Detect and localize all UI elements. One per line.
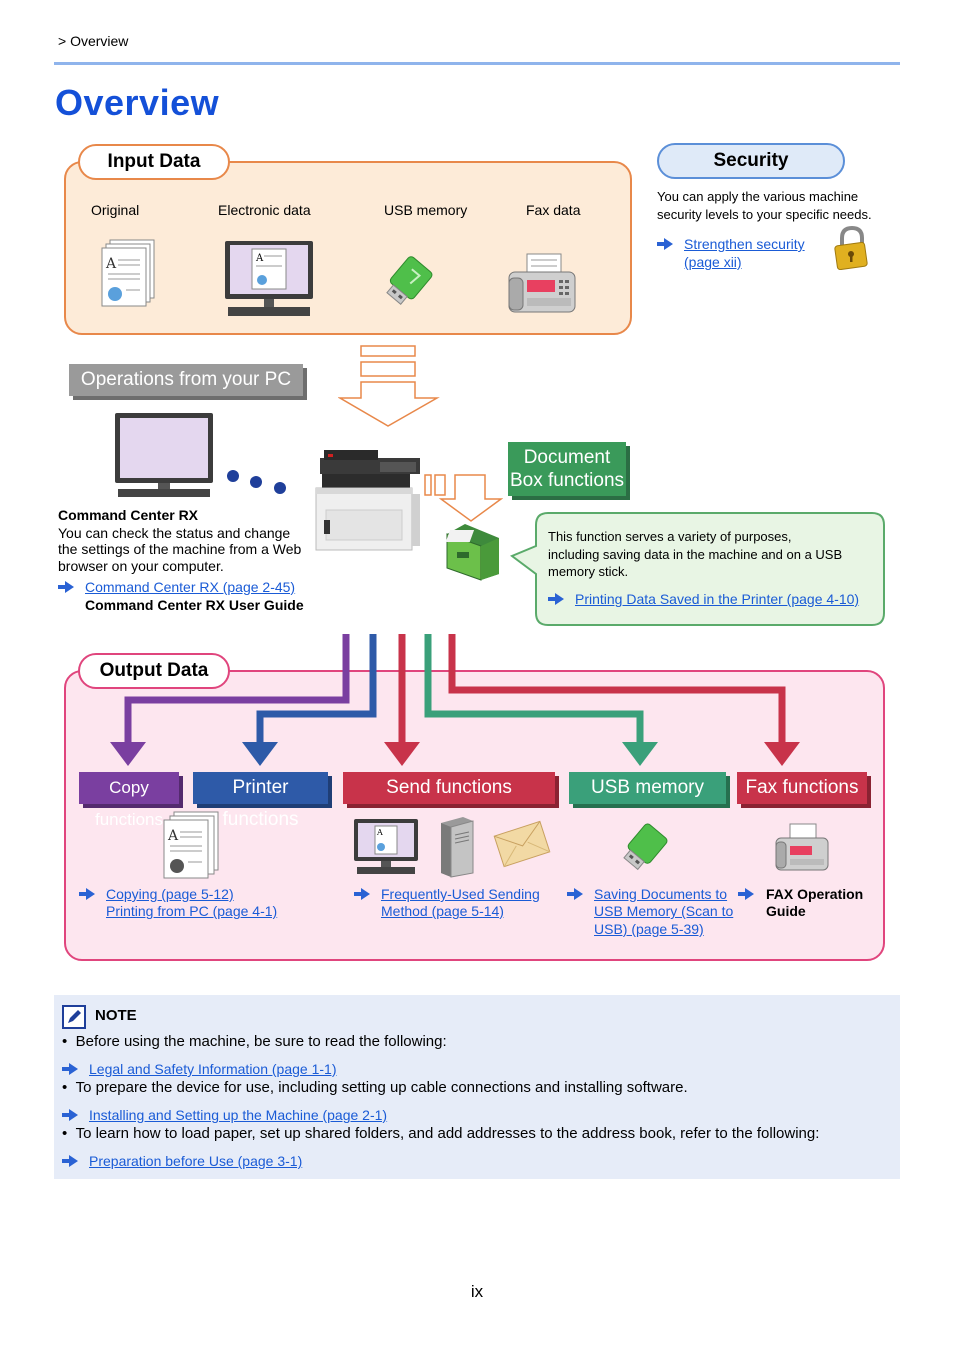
fax-guide-line2: Guide (766, 903, 806, 919)
monitor-document-icon: A (225, 241, 313, 316)
security-desc-line1: You can apply the various machine (657, 189, 859, 204)
installing-machine-link[interactable]: Installing and Setting up the Machine (p… (89, 1107, 388, 1123)
note-bullet-3: • To learn how to load paper, set up sha… (62, 1125, 820, 1142)
note-bullet-1: • Before using the machine, be sure to r… (62, 1033, 447, 1050)
sending-method-link[interactable]: Frequently-Used Sending (381, 886, 540, 902)
scan-to-usb-link-2[interactable]: USB Memory (Scan to (594, 903, 734, 919)
security-link[interactable]: Strengthen security (684, 236, 805, 252)
pc-monitor-icon (115, 413, 213, 497)
docbox-label-line2: Box functions (509, 470, 625, 491)
docbox-link[interactable]: Printing Data Saved in the Printer (page… (575, 591, 860, 607)
printing-from-pc-link[interactable]: Printing from PC (page 4-1) (106, 903, 278, 919)
document-stack-icon: A (101, 239, 155, 307)
fax-output-icon (775, 823, 829, 871)
usb-output-icon (623, 823, 668, 871)
input-data-label: Input Data (78, 144, 230, 180)
envelope-icon (493, 820, 551, 868)
send-monitor-icon: A (354, 819, 418, 874)
sending-method-link-page[interactable]: Method (page 5-14) (381, 903, 504, 919)
scan-to-usb-link[interactable]: Saving Documents to (594, 886, 728, 902)
link-arrow-icon (354, 888, 370, 900)
note-bullet-1-text: Before using the machine, be sure to rea… (75, 1033, 447, 1050)
command-center-desc-2: the settings of the machine from a Web (58, 541, 302, 557)
operations-label: Operations from your PC (69, 364, 303, 396)
docbox-callout (510, 512, 885, 626)
fax-functions-label: Fax functions (737, 772, 867, 804)
security-desc-line2: security levels to your specific needs. (657, 207, 872, 222)
input-usb-label: USB memory (384, 202, 468, 218)
send-functions-label: Send functions (343, 772, 555, 804)
server-tower-icon (441, 817, 474, 878)
fax-guide-line1: FAX Operation (766, 886, 864, 902)
usb-stick-icon (386, 256, 433, 305)
svg-text:A: A (376, 828, 383, 837)
copy-document-icon: A (163, 811, 219, 879)
link-arrow-icon (58, 581, 74, 593)
usb-memory-label: USB memory (569, 772, 726, 804)
note-pencil-icon (62, 1005, 86, 1029)
input-electronic-label: Electronic data (218, 202, 311, 218)
link-arrow-icon (657, 238, 673, 250)
docbox-flow-arrow (424, 474, 503, 522)
note-bullet-2: • To prepare the device for use, includi… (62, 1079, 688, 1096)
security-label: Security (657, 143, 845, 179)
printer-functions-label: Printer functions (193, 772, 328, 830)
header-rule (54, 62, 900, 65)
svg-text:A: A (167, 828, 179, 844)
note-bullet-3-text: To learn how to load paper, set up share… (75, 1125, 820, 1142)
input-original-label: Original (91, 202, 140, 218)
link-arrow-icon (738, 888, 754, 900)
legal-safety-link[interactable]: Legal and Safety Information (page 1-1) (89, 1061, 337, 1077)
output-flow-lines (110, 634, 800, 766)
connection-dots-icon (227, 470, 286, 494)
page-number: ix (470, 1282, 484, 1301)
docbox-desc-1: This function serves a variety of purpos… (548, 529, 792, 544)
breadcrumb[interactable]: > Overview (58, 33, 129, 49)
mfp-printer-icon (315, 450, 420, 551)
link-arrow-icon (567, 888, 583, 900)
document-box-icon (445, 524, 499, 581)
input-flow-arrow (338, 345, 440, 427)
command-center-heading: Command Center RX (58, 507, 199, 523)
link-arrow-icon (62, 1155, 78, 1167)
docbox-label-line1: Document (523, 447, 611, 468)
copying-link[interactable]: Copying (page 5-12) (106, 886, 234, 902)
fax-machine-icon (508, 253, 576, 313)
note-box (54, 995, 900, 1179)
scan-to-usb-link-3[interactable]: USB) (page 5-39) (594, 921, 704, 937)
command-center-link[interactable]: Command Center RX (page 2-45) (85, 579, 296, 595)
preparation-link[interactable]: Preparation before Use (page 3-1) (89, 1153, 303, 1169)
security-link-page[interactable]: (page xii) (684, 254, 742, 270)
docbox-desc-3: memory stick. (548, 564, 629, 579)
command-center-guide: Command Center RX User Guide (85, 597, 304, 613)
docbox-label: Document Box functions (508, 442, 626, 496)
input-fax-label: Fax data (526, 202, 581, 218)
padlock-icon (834, 225, 868, 270)
note-bullet-2-text: To prepare the device for use, including… (75, 1079, 688, 1096)
link-arrow-icon (62, 1063, 78, 1075)
output-data-label: Output Data (78, 653, 230, 689)
svg-text:A: A (255, 253, 264, 264)
link-arrow-icon (62, 1109, 78, 1121)
link-arrow-icon (79, 888, 95, 900)
command-center-desc-1: You can check the status and change (58, 525, 291, 541)
link-arrow-icon (548, 593, 564, 605)
docbox-desc-2: including saving data in the machine and… (548, 547, 843, 562)
note-heading: NOTE (95, 1007, 137, 1024)
svg-text:A: A (105, 256, 117, 272)
page-title: Overview (55, 82, 220, 123)
copy-functions-label: Copy functions (79, 772, 179, 829)
command-center-desc-3: browser on your computer. (58, 558, 224, 574)
